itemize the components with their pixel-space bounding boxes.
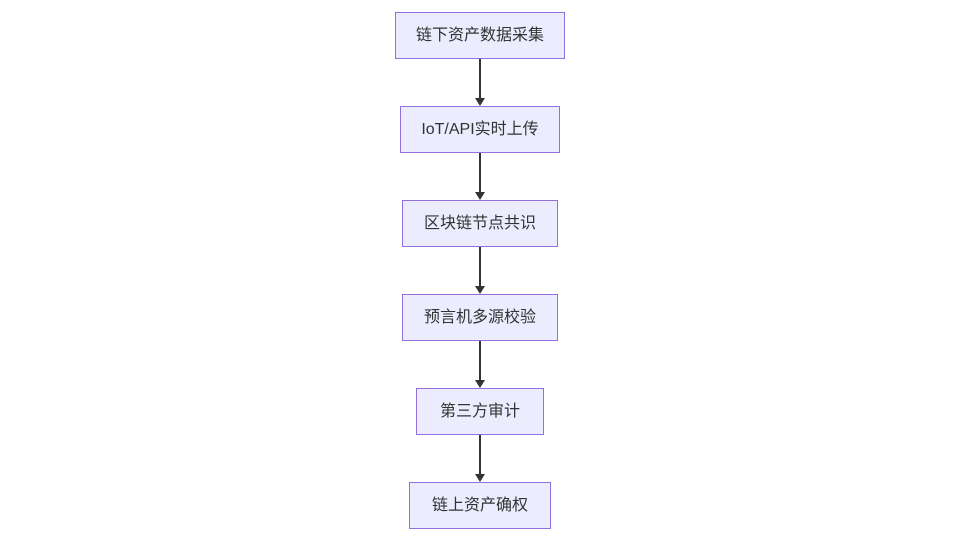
arrow-down-icon — [475, 435, 485, 482]
arrow-line — [479, 247, 481, 286]
arrow-line — [479, 435, 481, 474]
node-iot-api-realtime-upload: IoT/API实时上传 — [400, 106, 560, 153]
node-onchain-asset-confirmation: 链上资产确权 — [409, 482, 551, 529]
arrow-down-icon — [475, 341, 485, 388]
node-oracle-multisource-verification: 预言机多源校验 — [402, 294, 558, 341]
arrow-down-icon — [475, 247, 485, 294]
arrow-line — [479, 153, 481, 192]
arrow-down-icon — [475, 153, 485, 200]
arrow-head — [475, 474, 485, 482]
node-offchain-asset-data-collection: 链下资产数据采集 — [395, 12, 565, 59]
arrow-head — [475, 98, 485, 106]
arrow-head — [475, 286, 485, 294]
arrow-line — [479, 341, 481, 380]
node-blockchain-node-consensus: 区块链节点共识 — [402, 200, 558, 247]
arrow-line — [479, 59, 481, 98]
arrow-down-icon — [475, 59, 485, 106]
flowchart-column: 链下资产数据采集 IoT/API实时上传 区块链节点共识 预言机多源校验 第三方… — [0, 12, 960, 529]
node-third-party-audit: 第三方审计 — [416, 388, 544, 435]
arrow-head — [475, 192, 485, 200]
arrow-head — [475, 380, 485, 388]
